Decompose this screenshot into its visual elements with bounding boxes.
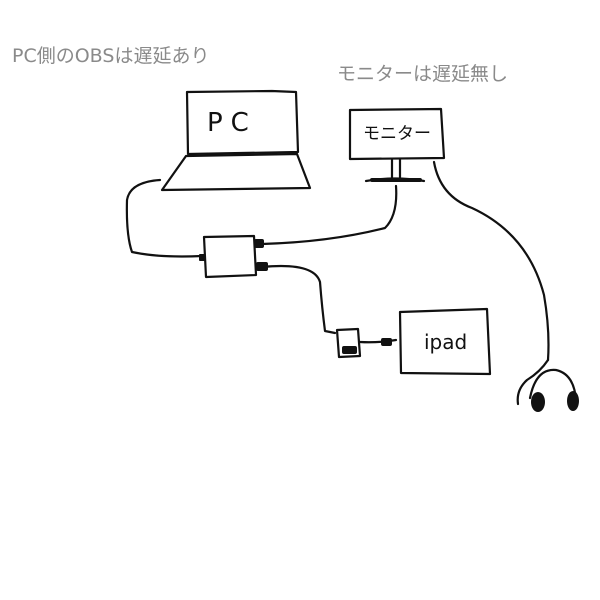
headphone-band — [528, 368, 578, 402]
adapter-body — [335, 327, 362, 359]
headphone-wire-end — [516, 358, 550, 406]
capture-port-right-top — [254, 239, 264, 248]
adapter-to-ipad-cable — [358, 338, 398, 344]
adapter-plug — [342, 346, 357, 354]
capture-to-monitor-cable — [260, 184, 398, 246]
capture-port-right-bottom — [256, 262, 268, 271]
headphone-right-cup — [567, 391, 579, 411]
capture-to-adapter-cable — [260, 264, 337, 335]
capture-port-left — [199, 254, 205, 261]
headphones-icon — [516, 358, 578, 406]
headphone-left-cup — [531, 392, 545, 412]
monitor-foot-fill — [370, 178, 422, 182]
pc-label: PC — [207, 108, 257, 138]
monitor-stand — [390, 157, 402, 180]
monitor-to-headphone-cable — [432, 160, 550, 362]
adapter-icon — [335, 327, 362, 359]
ipad-icon — [398, 307, 492, 376]
laptop-to-capture-cable — [125, 178, 204, 258]
ipad-body — [398, 307, 492, 376]
ipad-plug — [381, 338, 392, 346]
laptop-icon — [160, 89, 312, 192]
monitor-icon — [348, 107, 446, 183]
capture-box-icon — [202, 234, 258, 279]
monitor-label: モニター — [363, 124, 431, 144]
monitor-screen — [348, 107, 446, 161]
ipad-label: ipad — [424, 330, 467, 354]
laptop-base — [160, 152, 312, 192]
pc-obs-delay-note: PC側のOBSは遅延あり — [12, 45, 210, 67]
monitor-no-delay-note: モニターは遅延無し — [337, 63, 509, 85]
capture-box-body — [202, 234, 258, 279]
laptop-screen — [185, 89, 300, 156]
